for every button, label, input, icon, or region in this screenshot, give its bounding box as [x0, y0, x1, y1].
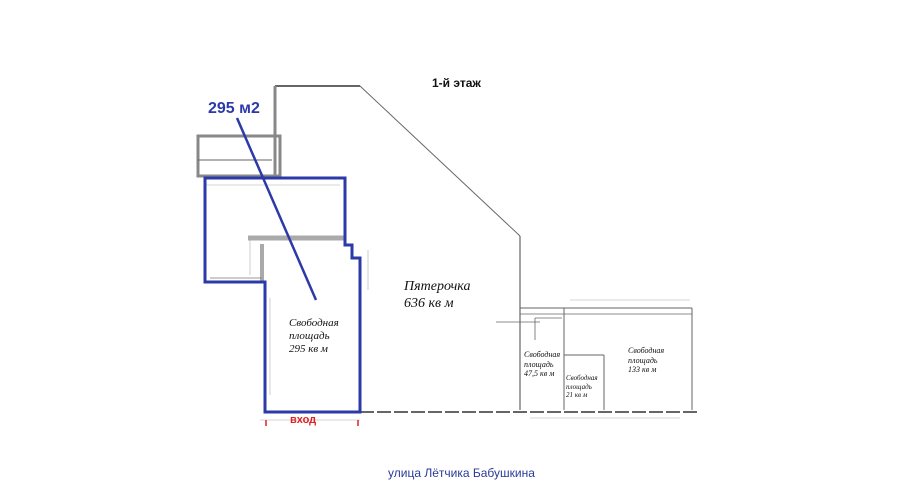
store-label: Пятерочка 636 кв м	[404, 278, 470, 312]
building-walls	[273, 85, 700, 413]
unit-label-47: Свободная площадь 47,5 кв м	[524, 350, 560, 379]
unit-label-21: Свободная площадь 21 кв м	[566, 374, 598, 400]
store-area: 636 кв м	[404, 296, 454, 311]
unit-label-295: Свободная площадь 295 кв м	[289, 317, 339, 356]
highlighted-unit-outline	[203, 176, 362, 414]
entrance-marker	[265, 420, 359, 426]
callout-pointer	[235, 117, 318, 301]
unit-area: 133 кв м	[628, 365, 657, 374]
unit-subtitle: площадь	[566, 382, 592, 391]
entrance-label: вход	[290, 414, 317, 426]
unit-subtitle: площадь	[524, 359, 554, 369]
unit-area: 47,5 кв м	[524, 369, 555, 378]
unit-area: 295 кв м	[289, 343, 328, 355]
unit-title: Свободная	[524, 350, 561, 359]
unit-title: Свободная	[289, 317, 339, 329]
unit-title: Свободная	[566, 374, 598, 382]
area-callout-label: 295 м2	[208, 100, 260, 117]
floor-label: 1-й этаж	[432, 76, 481, 90]
unit-title: Свободная	[628, 346, 665, 355]
store-name: Пятерочка	[404, 279, 471, 294]
unit-subtitle: площадь	[628, 355, 658, 365]
unit-area: 21 кв м	[566, 391, 588, 399]
unit-subtitle: площадь	[289, 330, 330, 342]
street-label: улица Лётчика Бабушкина	[388, 466, 535, 480]
unit-label-133: Свободная площадь 133 кв м	[628, 346, 664, 375]
interior-walls	[210, 235, 346, 282]
dimension-lines	[205, 184, 690, 421]
annex-walls	[196, 134, 282, 178]
